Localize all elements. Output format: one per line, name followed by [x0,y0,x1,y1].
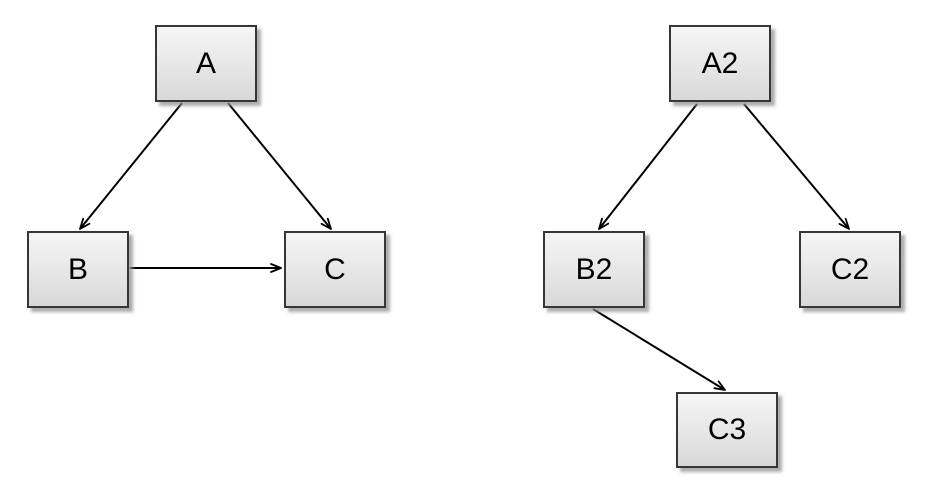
node-B: B [27,231,129,308]
node-label: B [67,252,88,286]
node-label: A [195,46,216,80]
node-C3: C3 [676,392,778,468]
edge-A2-B2 [598,103,698,230]
node-B2: B2 [543,231,645,308]
edge-A-B [79,102,183,230]
edge-B2-C3 [592,308,726,391]
node-label: C3 [707,413,747,446]
node-C2: C2 [799,231,901,308]
node-A: A [155,25,257,102]
edge-A-C [227,102,332,230]
edge-A2-C2 [743,103,850,230]
node-label: C2 [830,252,870,286]
node-label: A2 [701,46,739,80]
node-label: B2 [575,252,613,286]
node-C: C [284,231,386,308]
node-label: C [324,252,346,286]
node-A2: A2 [669,25,771,102]
